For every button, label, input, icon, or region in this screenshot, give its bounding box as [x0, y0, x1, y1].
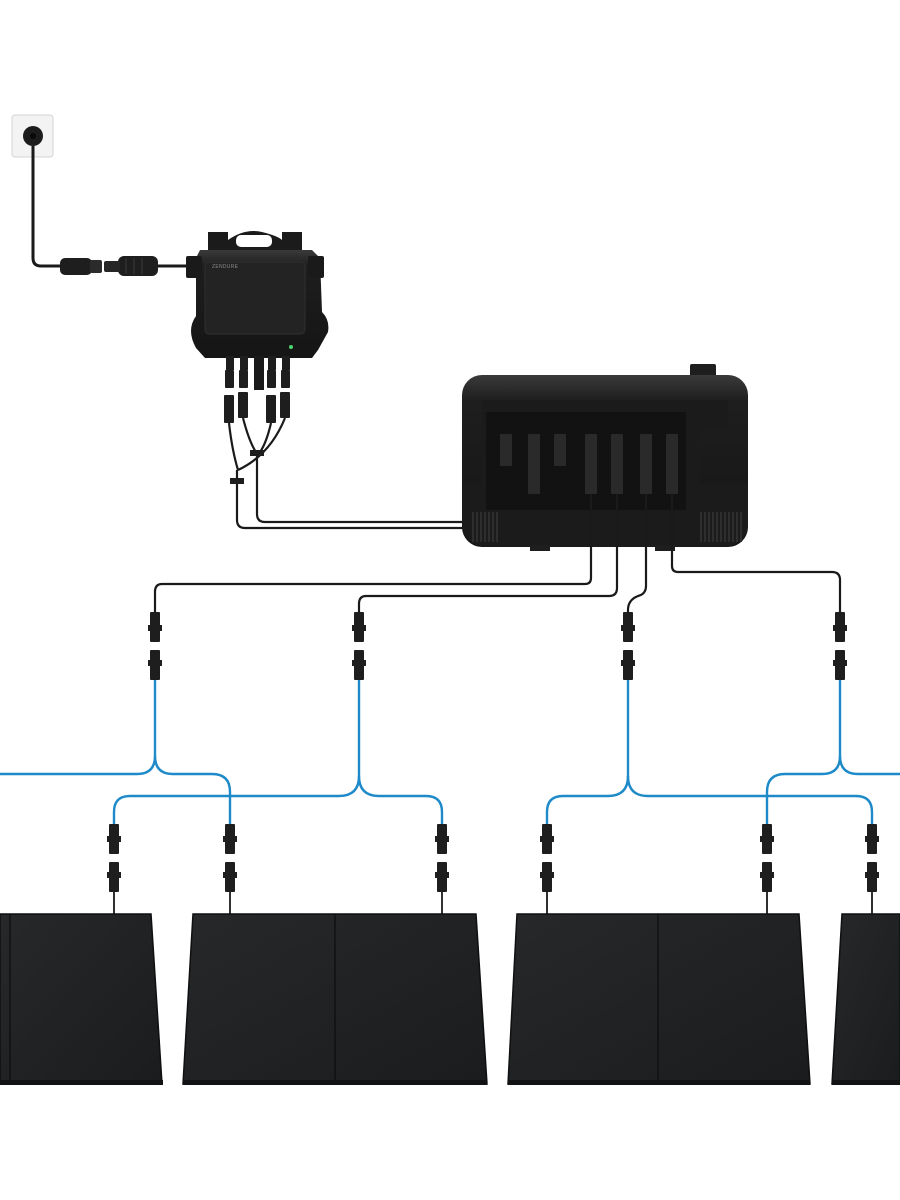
- inverter-dc-leads: [224, 370, 290, 423]
- wall-socket-icon: [11, 114, 54, 158]
- solar-panel: [507, 913, 811, 1085]
- solar-panel: [182, 913, 488, 1085]
- ac-plug-icon: [60, 256, 158, 276]
- solar-hub-device: [462, 364, 748, 551]
- status-led-icon: [289, 345, 293, 349]
- pv-cables: [0, 680, 900, 826]
- dc-output-cables: [153, 494, 842, 618]
- solar-panel: [831, 913, 900, 1085]
- mc4-connector-icon: [148, 612, 847, 680]
- ac-cable: [31, 146, 62, 268]
- solar-panel: [0, 913, 163, 1085]
- inverter-brand: ZENDURE: [212, 264, 239, 270]
- mc4-connector-row: [107, 824, 879, 892]
- micro-inverter: ZENDURE: [186, 231, 329, 390]
